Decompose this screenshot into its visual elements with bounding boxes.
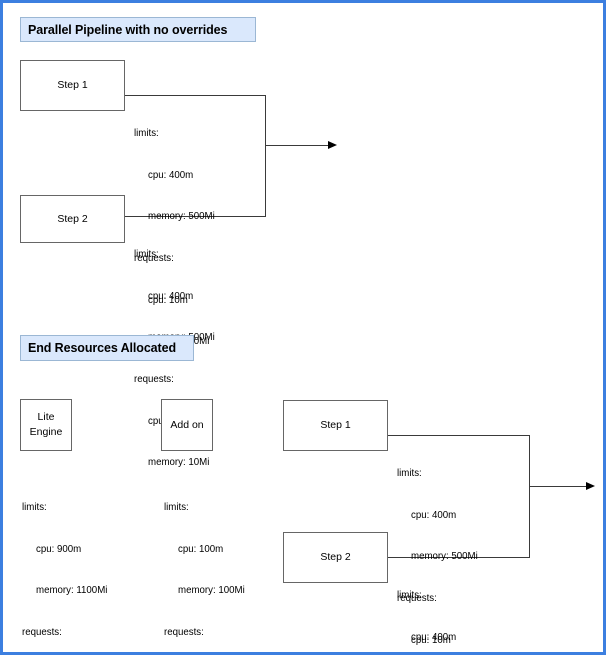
limits-key: limits: bbox=[164, 501, 189, 513]
connector-step1-bottom bbox=[388, 435, 529, 437]
limits-memory: memory: 500Mi bbox=[148, 211, 215, 223]
limits-cpu: cpu: 400m bbox=[411, 631, 457, 643]
connector-vertical-bottom bbox=[528, 435, 530, 558]
limits-cpu: cpu: 100m bbox=[178, 543, 224, 555]
node-label-line-1: Lite bbox=[37, 411, 55, 423]
node-add-on[interactable]: Add on bbox=[161, 399, 213, 451]
section-banner-parallel-pipeline: Parallel Pipeline with no overrides bbox=[20, 17, 256, 42]
node-step-1-top[interactable]: Step 1 bbox=[20, 60, 125, 111]
connector-step2-top bbox=[125, 216, 266, 218]
limits-cpu: cpu: 900m bbox=[36, 543, 82, 555]
limits-memory: memory: 500Mi bbox=[411, 551, 478, 563]
limits-key: limits: bbox=[134, 248, 159, 260]
arrow-head-output-top bbox=[328, 141, 337, 149]
limits-cpu: cpu: 400m bbox=[148, 290, 194, 302]
node-label: Step 1 bbox=[320, 419, 351, 431]
connector-output-bottom bbox=[529, 486, 586, 488]
arrow-head-output-bottom bbox=[586, 482, 595, 490]
requests-key: requests: bbox=[134, 252, 174, 264]
requests-memory: memory: 10Mi bbox=[148, 457, 210, 469]
connector-step1-top bbox=[125, 95, 266, 97]
node-label-line-1: Add on bbox=[170, 418, 204, 431]
node-step-2-top[interactable]: Step 2 bbox=[20, 195, 125, 243]
limits-key: limits: bbox=[397, 589, 422, 601]
requests-cpu: cpu: 10m bbox=[148, 294, 188, 306]
limits-cpu: cpu: 400m bbox=[411, 509, 457, 521]
connector-output-top bbox=[265, 145, 328, 147]
connector-vertical-top bbox=[264, 95, 266, 217]
node-step-1-bottom[interactable]: Step 1 bbox=[283, 400, 388, 451]
section-banner-end-resources: End Resources Allocated bbox=[20, 335, 194, 361]
requests-key: requests: bbox=[164, 626, 204, 638]
requests-key: requests: bbox=[134, 373, 174, 385]
resources-step-1-bottom: limits: cpu: 400m memory: 500Mi requests… bbox=[397, 439, 478, 652]
limits-memory: memory: 1100Mi bbox=[36, 585, 108, 597]
resources-lite-engine: limits: cpu: 900m memory: 1100Mi request… bbox=[22, 473, 108, 652]
limits-memory: memory: 100Mi bbox=[178, 585, 245, 597]
connector-step2-bottom bbox=[388, 557, 529, 559]
resources-add-on: limits: cpu: 100m memory: 100Mi requests… bbox=[164, 473, 245, 652]
node-step-2-bottom[interactable]: Step 2 bbox=[283, 532, 388, 583]
node-label: Step 1 bbox=[57, 79, 88, 91]
limits-cpu: cpu: 400m bbox=[148, 169, 194, 181]
node-lite-engine[interactable]: Lite Engine bbox=[20, 399, 72, 451]
node-label: Step 2 bbox=[320, 551, 351, 563]
requests-key: requests: bbox=[22, 626, 62, 638]
limits-key: limits: bbox=[397, 467, 422, 479]
requests-cpu: cpu: 10m bbox=[411, 634, 451, 646]
node-label-line-2: Engine bbox=[29, 426, 63, 438]
node-label: Step 2 bbox=[57, 212, 88, 225]
resources-step-2-bottom: limits: cpu: 400m memory: 500Mi requests… bbox=[397, 561, 478, 652]
limits-key: limits: bbox=[22, 501, 47, 513]
requests-key: requests: bbox=[397, 592, 437, 604]
limits-key: limits: bbox=[134, 127, 159, 139]
